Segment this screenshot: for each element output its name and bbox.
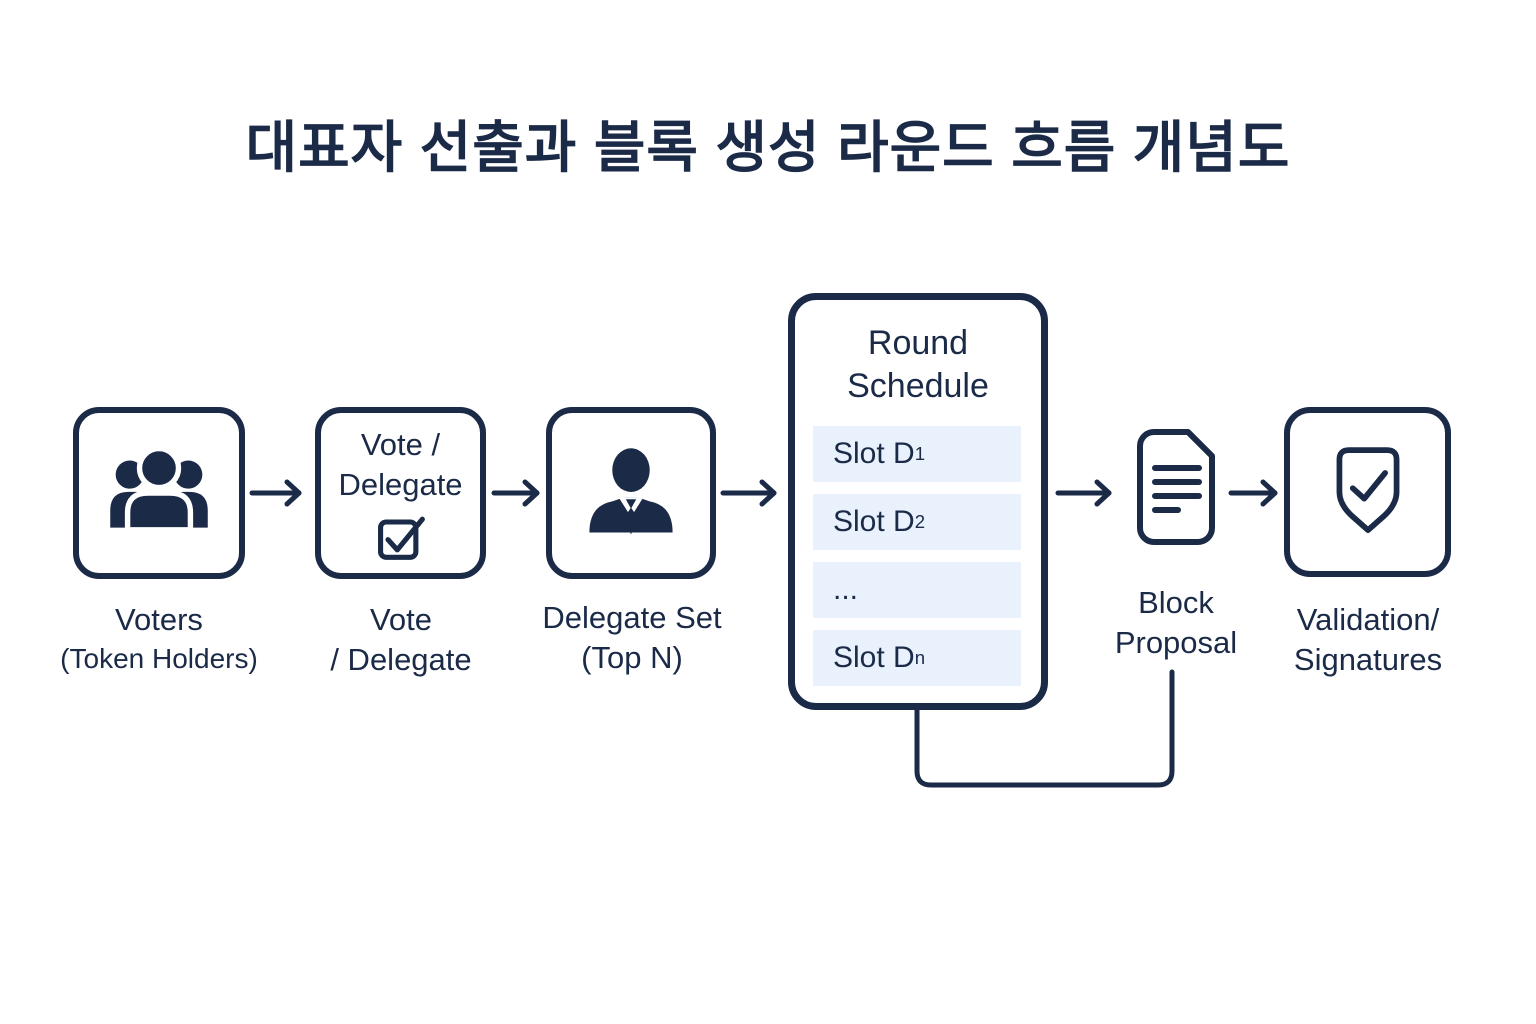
block-proposal-node — [1126, 420, 1226, 554]
vote-delegate-box-text-line1: Vote / — [360, 427, 441, 462]
vote-delegate-node: Vote / Delegate — [315, 407, 486, 579]
page-title: 대표자 선출과 블록 생성 라운드 흐름 개념도 — [245, 116, 1291, 179]
validation-node — [1284, 407, 1451, 577]
checkbox-checked-icon — [377, 516, 425, 560]
vote-delegate-box-text-line2: Delegate — [338, 467, 463, 502]
round-schedule-title: Round Schedule — [847, 324, 989, 405]
vote-delegate-label: Vote / Delegate — [330, 602, 472, 677]
delegate-set-label: Delegate Set (Top N) — [542, 600, 722, 675]
users-icon — [110, 445, 208, 533]
shield-check-icon — [1336, 447, 1399, 533]
slot-row-ellipsis: ... — [813, 562, 1021, 618]
validation-label: Validation/ Signatures — [1293, 602, 1443, 677]
voters-node — [73, 407, 245, 579]
voters-label: Voters (Token Holders) — [60, 602, 258, 674]
delegate-set-node — [546, 407, 716, 579]
document-icon — [1137, 429, 1215, 545]
delegate-person-icon — [589, 448, 673, 535]
block-proposal-label: Block Proposal — [1114, 585, 1238, 660]
